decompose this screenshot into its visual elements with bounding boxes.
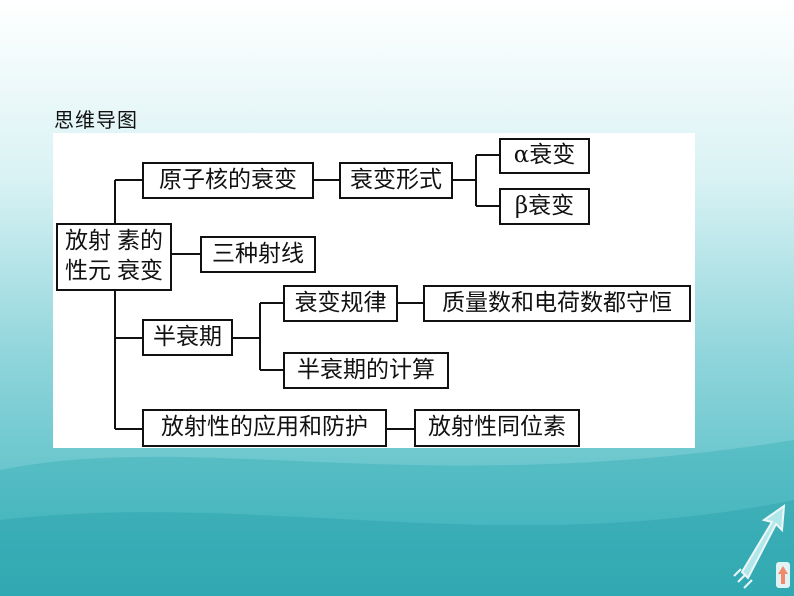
root-line-1: 放射性元 (65, 228, 111, 284)
node-beta-decay: β衰变 (499, 188, 590, 225)
node-three-rays: 三种射线 (200, 236, 316, 273)
root-line-2: 素的衰变 (117, 228, 163, 284)
node-decay-form: 衰变形式 (339, 162, 453, 199)
page-title: 思维导图 (54, 108, 138, 132)
node-conservation: 质量数和电荷数都守恒 (423, 285, 691, 322)
node-alpha-decay: α衰变 (499, 138, 590, 174)
node-half-life: 半衰期 (142, 319, 233, 356)
arrow-decoration-icon (733, 503, 790, 589)
mind-map-panel: 放射性元 素的衰变 原子核的衰变 衰变形式 α衰变 β衰变 三种射线 半衰期 衰… (53, 133, 695, 448)
node-decay-rule: 衰变规律 (283, 285, 398, 322)
node-isotope: 放射性同位素 (414, 409, 580, 447)
connector-lines (114, 154, 499, 430)
node-half-life-calc: 半衰期的计算 (283, 352, 449, 389)
node-decay: 原子核的衰变 (142, 162, 314, 199)
node-application: 放射性的应用和防护 (142, 409, 387, 447)
root-node: 放射性元 素的衰变 (56, 223, 172, 291)
